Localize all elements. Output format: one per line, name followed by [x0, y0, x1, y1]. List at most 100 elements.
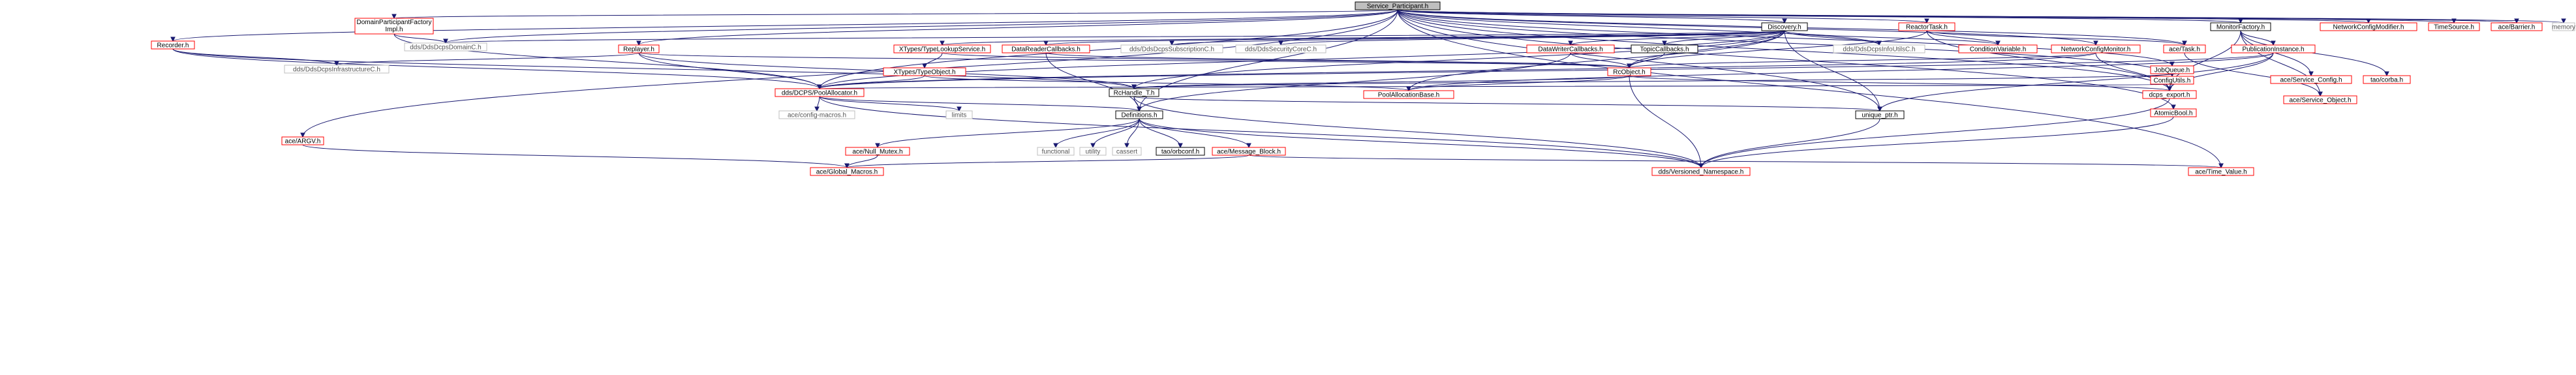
edge-line — [924, 52, 943, 68]
edge-line — [1248, 155, 2222, 168]
node-label: NetworkConfigMonitor.h — [2061, 46, 2131, 53]
node-memory: memory — [2552, 22, 2575, 31]
edge-arrowhead — [391, 14, 397, 20]
node-pool-allocation-base[interactable]: PoolAllocationBase.h — [1363, 90, 1454, 99]
node-box — [1235, 44, 1326, 53]
node-xtypes-type-object[interactable]: XTypes/TypeObject.h — [883, 67, 966, 76]
node-dds-dcps-pool-allocator[interactable]: dds/DCPS/PoolAllocator.h — [774, 88, 865, 97]
edge-line — [819, 96, 1702, 168]
edge-config-utils-to-dds-dcps-pool-allocator — [817, 83, 2173, 90]
edge-line — [1133, 75, 1630, 89]
edge-definitions-to-functional — [1053, 118, 1140, 149]
node-network-config-modifier[interactable]: NetworkConfigModifier.h — [2320, 22, 2417, 31]
node-data-reader-callbacks[interactable]: DataReaderCallbacks.h — [1002, 44, 1090, 53]
edge-line — [1629, 30, 1927, 68]
edge-unique-ptr-to-dds-versioned-namespace — [1698, 118, 1880, 169]
edge-line — [393, 33, 446, 44]
node-box — [1526, 44, 1615, 53]
edge-line — [172, 48, 1135, 89]
edge-service-participant-to-atomic-bool — [1397, 9, 2176, 110]
node-rc-handle-t[interactable]: RcHandle_T.h — [1109, 88, 1159, 97]
edge-reactor-task-to-condition-variable — [1926, 30, 2001, 46]
edge-line — [445, 9, 1398, 44]
edge-arrowhead — [1995, 40, 2001, 46]
node-ace-service-config[interactable]: ace/Service_Config.h — [2270, 75, 2352, 84]
node-replayer[interactable]: Replayer.h — [618, 44, 660, 53]
node-box — [2051, 44, 2141, 53]
node-publication-instance[interactable]: PublicationInstance.h — [2231, 44, 2316, 53]
edge-arrowhead — [1043, 40, 1049, 46]
node-box — [2150, 108, 2197, 117]
edge-rc-handle-t-to-unique-ptr — [1133, 96, 1882, 112]
node-label: NetworkConfigModifier.h — [2333, 24, 2404, 31]
edge-line — [1408, 30, 1785, 91]
edge-line — [172, 9, 1398, 42]
node-dcps-export[interactable]: dcps_export.h — [2142, 90, 2197, 99]
node-box — [618, 44, 660, 53]
node-label: utility — [1086, 149, 1101, 156]
node-ace-message-block[interactable]: ace/Message_Block.h — [1212, 147, 1286, 156]
edge-line — [819, 52, 2096, 89]
edge-arrowhead — [2167, 86, 2172, 92]
node-unique-ptr[interactable]: unique_ptr.h — [1855, 110, 1905, 119]
edge-arrowhead — [443, 38, 448, 44]
node-reactor-task[interactable]: ReactorTask.h — [1898, 22, 1955, 31]
node-ace-task[interactable]: ace/Task.h — [2163, 44, 2206, 53]
node-time-source[interactable]: TimeSource.h — [2428, 22, 2480, 31]
node-box — [1898, 22, 1955, 31]
node-ace-time-value[interactable]: ace/Time_Value.h — [2188, 167, 2254, 176]
node-box — [1607, 67, 1651, 76]
node-tao-corba[interactable]: tao/corba.h — [2363, 75, 2411, 84]
node-label: Replayer.h — [623, 46, 654, 53]
node-box — [778, 110, 855, 119]
node-box — [945, 110, 973, 119]
node-job-queue[interactable]: JobQueue.h — [2150, 65, 2194, 74]
edge-line — [942, 52, 1630, 68]
edge-line — [1397, 9, 1880, 46]
node-dds-dcps-infrastructure-c: dds/DdsDcpsInfrastructureC.h — [284, 65, 390, 74]
node-dds-versioned-namespace[interactable]: dds/Versioned_Namespace.h — [1651, 167, 1751, 176]
edge-line — [445, 30, 1785, 44]
edge-arrowhead — [1782, 18, 1787, 24]
edge-line — [1092, 118, 1140, 148]
edge-arrowhead — [2218, 163, 2224, 169]
node-box — [1115, 110, 1163, 119]
node-label: ace/Service_Object.h — [2289, 97, 2351, 104]
edge-definitions-to-dds-versioned-namespace — [1139, 118, 1704, 169]
node-tao-orbconf[interactable]: tao/orbconf.h — [1156, 147, 1205, 156]
node-ace-service-object[interactable]: ace/Service_Object.h — [2283, 95, 2357, 104]
node-monitor-factory[interactable]: MonitorFactory.h — [2210, 22, 2271, 31]
node-network-config-monitor[interactable]: NetworkConfigMonitor.h — [2051, 44, 2141, 53]
node-ace-null-mutex[interactable]: ace/Null_Mutex.h — [845, 147, 910, 156]
node-topic-callbacks[interactable]: TopicCallbacks.h — [1631, 44, 1698, 53]
node-ace-barrier[interactable]: ace/Barrier.h — [2491, 22, 2543, 31]
edge-line — [1397, 9, 1785, 23]
edge-service-participant-to-discovery — [1397, 9, 1787, 24]
edge-line — [1280, 30, 1785, 46]
node-ace-global-macros[interactable]: ace/Global_Macros.h — [810, 167, 884, 176]
node-atomic-bool[interactable]: AtomicBool.h — [2150, 108, 2197, 117]
node-label: dds/DdsDcpsSubscriptionC.h — [1129, 46, 1214, 53]
node-definitions[interactable]: Definitions.h — [1115, 110, 1163, 119]
node-box — [1112, 147, 1142, 156]
node-label: DataReaderCallbacks.h — [1011, 46, 1081, 53]
node-label: functional — [1042, 149, 1070, 156]
node-data-writer-callbacks[interactable]: DataWriterCallbacks.h — [1526, 44, 1615, 53]
node-label: unique_ptr.h — [1862, 112, 1897, 119]
edge-dds-dcps-pool-allocator-to-dds-versioned-namespace — [819, 96, 1704, 169]
edge-line — [2240, 30, 2321, 97]
node-label: ace/Task.h — [2169, 46, 2200, 53]
node-service-participant[interactable]: Service_Participant.h — [1355, 1, 1441, 10]
node-xtypes-lookup-service[interactable]: XTypes/TypeLookupService.h — [893, 44, 991, 53]
node-condition-variable[interactable]: ConditionVariable.h — [1958, 44, 2038, 53]
edge-line — [1133, 73, 2173, 89]
edge-arrowhead — [1246, 143, 1251, 149]
node-box — [1002, 44, 1090, 53]
node-config-utils[interactable]: ConfigUtils.h — [2150, 76, 2194, 85]
node-rc-object[interactable]: RcObject.h — [1607, 67, 1651, 76]
node-ace-config-macros: ace/config-macros.h — [778, 110, 855, 119]
node-recorder[interactable]: Recorder.h — [151, 40, 195, 50]
node-discovery[interactable]: Discovery.h — [1761, 22, 1808, 31]
node-ace-argv[interactable]: ace/ARGV.h — [281, 136, 324, 145]
